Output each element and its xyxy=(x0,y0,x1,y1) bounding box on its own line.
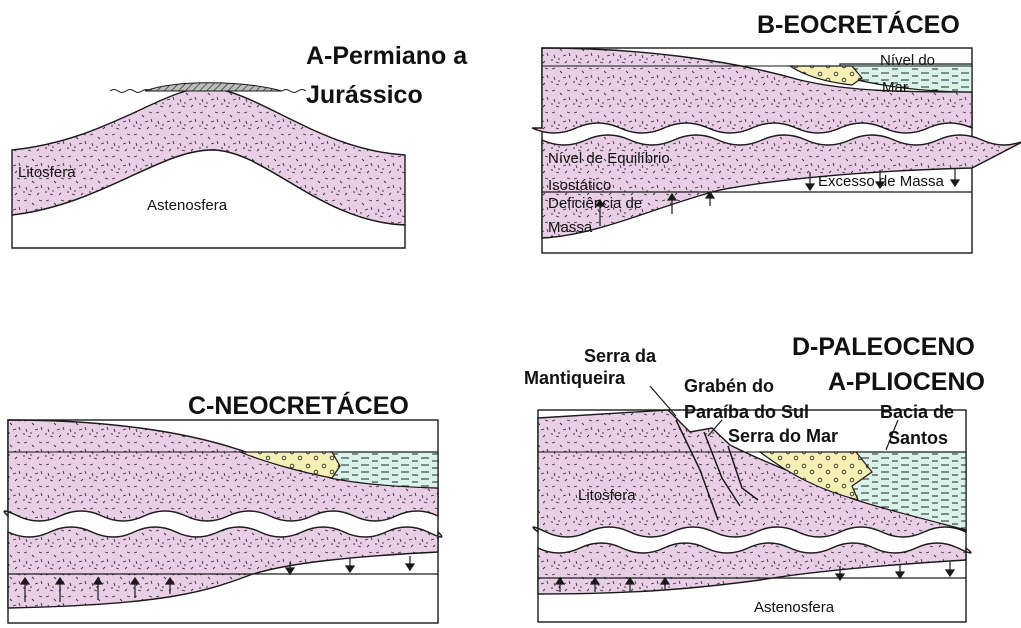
sediment-cap xyxy=(145,83,282,91)
mantiqueira-label-line2: Mantiqueira xyxy=(524,368,626,388)
panel-d-lithosphere-label: Litosfera xyxy=(578,487,636,504)
mass-deficit-label-line1: Deficiência de xyxy=(548,195,642,212)
sea-level-label-line2: Mar xyxy=(882,79,908,96)
panel-d: D-PALEOCENO A-PLIOCENO Serra da Mantique… xyxy=(524,333,985,622)
panel-a-title-line1: A-Permiano a xyxy=(306,42,468,70)
panel-b: B-EOCRETÁCEO Nível do Mar Nível de Equil… xyxy=(532,10,1021,253)
panel-a-title-line2: Jurássico xyxy=(306,81,423,109)
panel-a-asthenosphere-label: Astenosfera xyxy=(147,197,228,214)
mass-deficit-label-line2: Massa xyxy=(548,219,593,236)
sea-level-label-line1: Nível do xyxy=(880,52,935,69)
mantiqueira-label-line1: Serra da xyxy=(584,346,657,366)
isostatic-label-line2: Isostático xyxy=(548,177,611,194)
panel-c-title: C-NEOCRETÁCEO xyxy=(188,391,409,420)
panel-d-asthenosphere-label: Astenosfera xyxy=(754,599,835,616)
isostatic-label-line1: Nível de Equilíbrio xyxy=(548,150,670,167)
panel-d-title-line1: D-PALEOCENO xyxy=(792,333,975,361)
panel-b-title: B-EOCRETÁCEO xyxy=(757,10,960,39)
graben-label-line2: Paraíba do Sul xyxy=(684,402,809,422)
serra-do-mar-label: Serra do Mar xyxy=(728,426,838,446)
panel-a: A-Permiano a Jurássico Litosfera Astenos… xyxy=(12,42,468,248)
mass-excess-label: Excesso de Massa xyxy=(818,173,945,190)
santos-label-line2: Santos xyxy=(888,428,948,448)
panel-d-title-line2: A-PLIOCENO xyxy=(828,368,985,396)
santos-label-line1: Bacia de xyxy=(880,402,954,422)
panel-c: C-NEOCRETÁCEO xyxy=(4,391,442,623)
panel-a-lithosphere-label: Litosfera xyxy=(18,164,76,181)
graben-label-line1: Grabén do xyxy=(684,376,774,396)
